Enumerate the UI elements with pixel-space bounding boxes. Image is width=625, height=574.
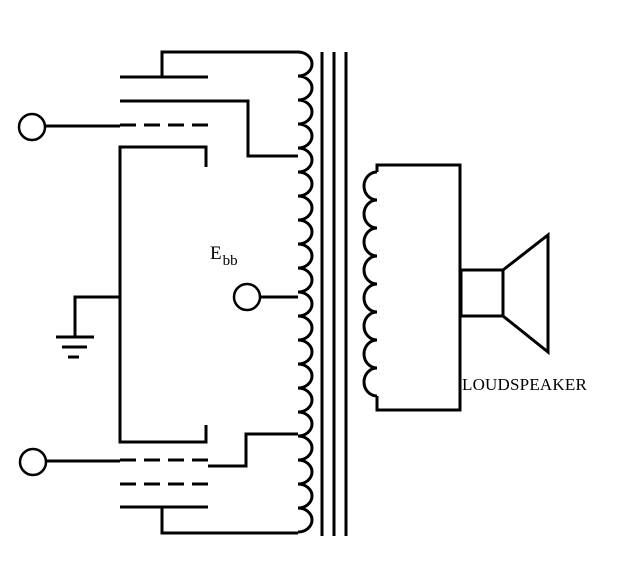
transformer-secondary-coil	[362, 170, 378, 398]
lower-input-terminal	[18, 447, 48, 477]
speaker-cone	[501, 231, 550, 356]
speaker-magnet	[459, 268, 505, 318]
supply-terminal-circle	[232, 282, 262, 312]
loudspeaker-icon	[459, 231, 550, 356]
upper-plate-lead	[160, 50, 298, 77]
upper-screen-lead	[208, 99, 298, 158]
supply-label-main: E	[210, 243, 222, 264]
supply-label-subscript: bb	[222, 253, 238, 269]
lower-plate-lead	[160, 507, 298, 535]
transformer-secondary	[362, 163, 462, 412]
ground-wire	[73, 295, 120, 336]
loudspeaker-label: LOUDSPEAKER	[462, 375, 587, 394]
supply-label: Ebb	[210, 243, 238, 269]
lower-tube	[18, 432, 298, 535]
transformer-core	[320, 52, 348, 536]
supply-terminal	[232, 282, 298, 312]
upper-input-terminal	[17, 112, 47, 142]
secondary-leads	[375, 163, 462, 412]
transformer-primary-coil	[297, 50, 314, 534]
lower-screen-lead	[208, 432, 298, 468]
upper-tube	[17, 50, 298, 158]
cathode-bracket-line	[118, 145, 208, 444]
cathode-bracket	[56, 145, 208, 444]
